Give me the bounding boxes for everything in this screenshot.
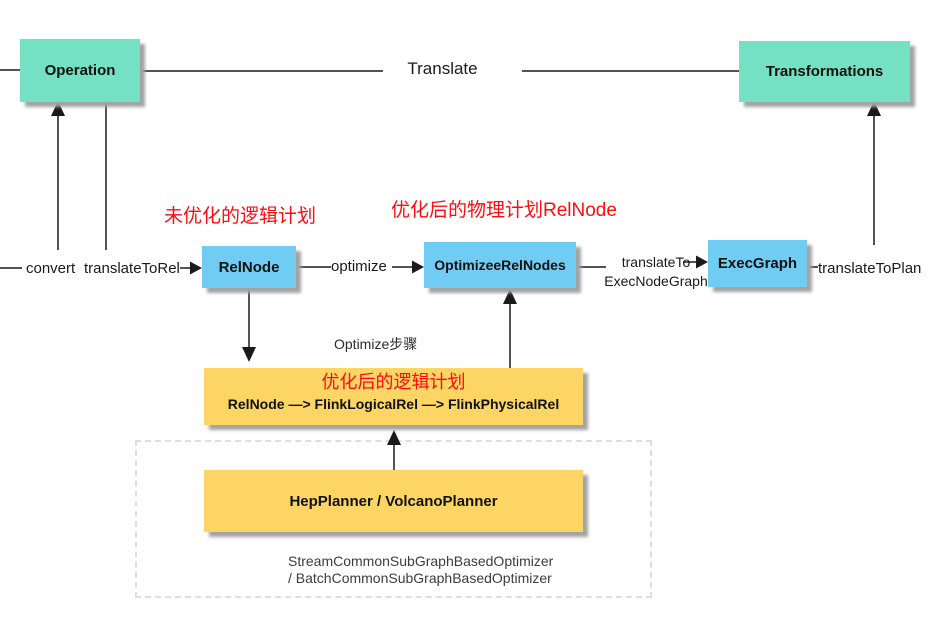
annotation-optimize-steps: Optimize步骤 [334,336,418,352]
edge-label-translate-to-line1: translateTo [621,254,691,270]
node-planner: HepPlanner / VolcanoPlanner [204,470,583,532]
edge-label-convert: convert [26,260,76,277]
node-optimizee-relnodes-label: OptimizeeRelNodes [434,257,566,273]
optimized-logical-plan-content: RelNode —> FlinkLogicalRel —> FlinkPhysi… [227,396,560,412]
node-execgraph: ExecGraph [708,240,807,287]
edge-label-translate-to-rel: translateToRel [84,260,180,277]
optimized-logical-plan-title: 优化后的逻辑计划 [321,372,466,392]
edge-label-translate-to-plan: translateToPlan [818,260,922,277]
edge-label-optimize: optimize [331,258,387,275]
node-optimized-logical-plan: 优化后的逻辑计划 RelNode —> FlinkLogicalRel —> F… [204,368,583,425]
edge-label-translate-to-line2: ExecNodeGraph [604,273,708,289]
node-planner-label: HepPlanner / VolcanoPlanner [289,492,498,510]
node-relnode: RelNode [202,246,296,288]
node-operation: Operation [20,39,140,102]
node-operation-label: Operation [44,62,116,79]
edge-label-translate-to-execnodegraph: translateTo ExecNodeGraph [604,253,708,291]
edge-label-translate: Translate [407,59,478,78]
annotation-optimizer-names: StreamCommonSubGraphBasedOptimizer / Bat… [288,553,588,587]
annotation-optimized-physical-plan: 优化后的物理计划RelNode [391,200,617,221]
node-execgraph-label: ExecGraph [717,255,798,272]
arrowheads [51,101,881,445]
annotation-unoptimized-logical-plan: 未优化的逻辑计划 [164,206,317,227]
annotation-optimizer-names-line1: StreamCommonSubGraphBasedOptimizer [288,553,554,569]
node-optimizee-relnodes: OptimizeeRelNodes [424,242,576,288]
node-transformations-label: Transformations [765,63,884,80]
node-transformations: Transformations [739,41,910,102]
node-relnode-label: RelNode [218,258,280,276]
annotation-optimizer-names-line2: / BatchCommonSubGraphBasedOptimizer [288,570,552,586]
